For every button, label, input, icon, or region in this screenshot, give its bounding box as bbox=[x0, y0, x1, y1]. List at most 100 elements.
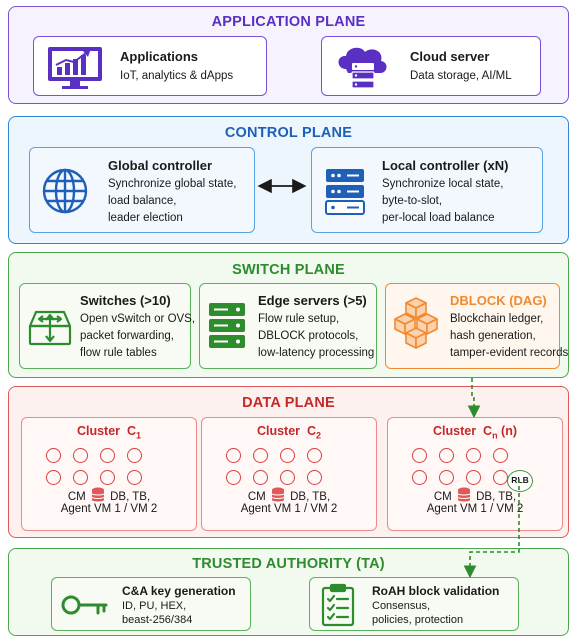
desc-line: load balance, bbox=[108, 195, 177, 207]
switches-box: Switches (>10) Open vSwitch or OVS, pack… bbox=[19, 283, 195, 369]
agent-label: Agent VM 1 / VM 2 bbox=[60, 503, 158, 515]
desc-line: packet forwarding, bbox=[80, 330, 174, 342]
global-controller-desc: Synchronize global state, load balance, … bbox=[108, 176, 237, 227]
cloud-server-desc: Data storage, AI/ML bbox=[410, 70, 512, 82]
switch-plane: SWITCH PLANE Switches (>10) Open vSwitch… bbox=[8, 252, 569, 378]
vm-node bbox=[493, 470, 508, 485]
server-rack-icon bbox=[322, 166, 368, 221]
vm-node bbox=[127, 470, 142, 485]
vm-node bbox=[253, 470, 268, 485]
application-plane-title: APPLICATION PLANE bbox=[211, 14, 366, 30]
vm-node bbox=[307, 448, 322, 463]
monitor-chart-icon bbox=[46, 45, 104, 96]
agent-label: Agent VM 1 / VM 2 bbox=[426, 503, 524, 515]
cm-label: CM bbox=[247, 491, 266, 503]
db-label: DB, TB, bbox=[110, 491, 151, 503]
vm-node bbox=[127, 448, 142, 463]
control-plane: CONTROL PLANE Global controller Synchron… bbox=[8, 116, 569, 244]
key-generation-desc: ID, PU, HEX, beast-256/384 bbox=[122, 599, 192, 627]
desc-line: DBLOCK protocols, bbox=[258, 330, 359, 342]
block-validation-box: RoAH block validation Consensus, policie… bbox=[309, 577, 519, 631]
vm-node bbox=[226, 448, 241, 463]
edge-servers-box: Edge servers (>5) Flow rule setup, DBLOC… bbox=[199, 283, 377, 369]
cluster-1: Cluster C1 CM DB, TB, Agent VM 1 / VM 2 bbox=[21, 417, 197, 531]
edge-servers-desc: Flow rule setup, DBLOCK protocols, low-l… bbox=[258, 311, 374, 362]
global-controller-title: Global controller bbox=[108, 158, 213, 173]
vm-node bbox=[412, 448, 427, 463]
local-controller-box: Local controller (xN) Synchronize local … bbox=[311, 147, 543, 233]
desc-line: beast-256/384 bbox=[122, 614, 193, 626]
cluster-title: Cluster C1 bbox=[76, 424, 142, 441]
data-plane-title: DATA PLANE bbox=[242, 395, 335, 411]
cluster-name: Cluster bbox=[256, 424, 301, 438]
vm-node bbox=[226, 470, 241, 485]
vm-node bbox=[73, 470, 88, 485]
desc-line: Open vSwitch or OVS, bbox=[80, 313, 196, 325]
dblock-desc: Blockchain ledger, hash generation, tamp… bbox=[450, 311, 568, 362]
vm-node bbox=[253, 448, 268, 463]
desc-line: hash generation, bbox=[450, 330, 536, 342]
desc-line: Consensus, bbox=[372, 600, 431, 612]
block-validation-title: RoAH block validation bbox=[372, 584, 500, 598]
data-plane: DATA PLANE Cluster C1 CM DB, TB, Agent V… bbox=[8, 386, 569, 538]
edge-server-icon bbox=[206, 300, 248, 355]
cluster-n: Cluster Cn (n) RLB CM DB, TB, Agent VM 1… bbox=[387, 417, 563, 531]
desc-line: per-local load balance bbox=[382, 212, 495, 224]
key-generation-box: C&A key generation ID, PU, HEX, beast-25… bbox=[51, 577, 251, 631]
key-generation-title: C&A key generation bbox=[122, 584, 236, 598]
vm-node bbox=[100, 470, 115, 485]
desc-line: Blockchain ledger, bbox=[450, 313, 544, 325]
key-icon bbox=[60, 587, 110, 628]
agent-label: Agent VM 1 / VM 2 bbox=[240, 503, 338, 515]
database-icon bbox=[271, 487, 285, 502]
switch-plane-title: SWITCH PLANE bbox=[232, 262, 345, 278]
vm-node bbox=[280, 448, 295, 463]
switches-desc: Open vSwitch or OVS, packet forwarding, … bbox=[80, 311, 195, 362]
global-controller-box: Global controller Synchronize global sta… bbox=[29, 147, 255, 233]
local-controller-title: Local controller (xN) bbox=[382, 158, 509, 173]
local-controller-desc: Synchronize local state, byte-to-slot, p… bbox=[382, 176, 503, 227]
desc-line: Synchronize local state, bbox=[382, 178, 504, 190]
block-validation-desc: Consensus, policies, protection bbox=[372, 599, 463, 627]
vm-node bbox=[280, 470, 295, 485]
desc-line: tamper-evident records bbox=[450, 347, 569, 359]
desc-line: byte-to-slot, bbox=[382, 195, 443, 207]
desc-line: Synchronize global state, bbox=[108, 178, 237, 190]
database-icon bbox=[91, 487, 105, 502]
applications-box: Applications IoT, analytics & dApps bbox=[33, 36, 267, 96]
control-plane-title: CONTROL PLANE bbox=[224, 125, 353, 141]
vm-node bbox=[493, 448, 508, 463]
vm-node bbox=[307, 470, 322, 485]
desc-line: leader election bbox=[108, 212, 183, 224]
cluster-title: Cluster C2 bbox=[256, 424, 322, 441]
cloud-server-title: Cloud server bbox=[410, 49, 490, 64]
cluster-name: Cluster bbox=[76, 424, 121, 438]
vm-node bbox=[466, 448, 481, 463]
desc-line: policies, protection bbox=[372, 614, 464, 626]
cluster-2: Cluster C2 CM DB, TB, Agent VM 1 / VM 2 bbox=[201, 417, 377, 531]
switch-icon bbox=[28, 304, 72, 353]
edge-servers-title: Edge servers (>5) bbox=[258, 293, 367, 308]
globe-icon bbox=[40, 166, 90, 221]
cm-row: CM DB, TB, bbox=[22, 487, 196, 503]
checklist-icon bbox=[320, 583, 356, 632]
vm-node bbox=[439, 470, 454, 485]
vm-node bbox=[46, 448, 61, 463]
vm-node bbox=[100, 448, 115, 463]
trusted-authority-title: TRUSTED AUTHORITY (TA) bbox=[192, 556, 385, 572]
desc-line: flow rule tables bbox=[80, 347, 157, 359]
desc-line: low-latency processing bbox=[258, 347, 375, 359]
applications-desc: IoT, analytics & dApps bbox=[120, 70, 234, 82]
cluster-subscript: 1 bbox=[136, 430, 142, 441]
cm-label: CM bbox=[433, 491, 452, 503]
vm-node bbox=[46, 470, 61, 485]
cubes-icon bbox=[390, 296, 442, 355]
database-icon bbox=[457, 487, 471, 502]
cluster-subscript: 2 bbox=[316, 430, 322, 441]
trusted-authority-plane: TRUSTED AUTHORITY (TA) C&A key generatio… bbox=[8, 548, 569, 636]
db-label: DB, TB, bbox=[290, 491, 331, 503]
cluster-suffix: (n) bbox=[497, 424, 517, 438]
cm-row: CM DB, TB, bbox=[388, 487, 562, 503]
cluster-name: Cluster bbox=[433, 424, 477, 438]
db-label: DB, TB, bbox=[476, 491, 517, 503]
